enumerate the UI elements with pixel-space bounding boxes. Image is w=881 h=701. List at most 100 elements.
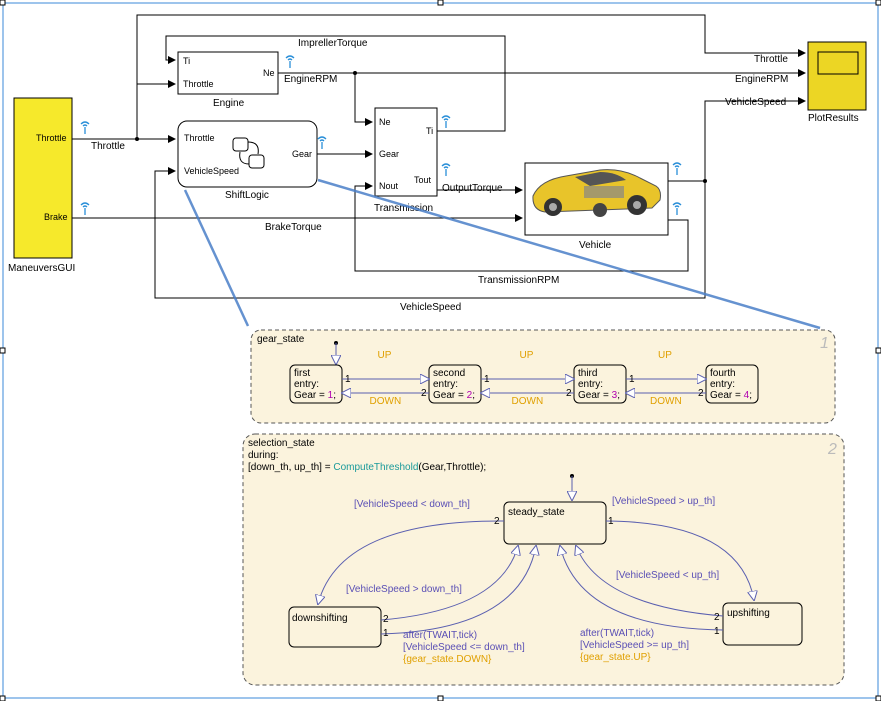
gui-port-throttle: Throttle — [36, 133, 67, 143]
logging-icon — [285, 55, 295, 68]
down-after: after(TWAIT,tick) — [403, 630, 477, 641]
transmission-block-label: Transmission — [374, 203, 433, 214]
label-vehicle-speed-right: VehicleSpeed — [725, 97, 786, 108]
label-transmission-rpm: TransmissionRPM — [478, 275, 559, 286]
downshifting-label: downshifting — [292, 613, 348, 624]
transmission-port-ti: Ti — [426, 126, 433, 136]
engine-port-ti: Ti — [183, 56, 190, 66]
gear-state-entry: entry: — [578, 379, 603, 390]
vehicle-block[interactable]: Vehicle — [524, 162, 669, 251]
gear-state-name: fourth — [710, 368, 736, 379]
label-engine-rpm: EngineRPM — [284, 74, 337, 85]
engine-block[interactable]: Ti Throttle Ne Engine — [177, 51, 279, 109]
gear-state-name: first — [294, 368, 310, 379]
shiftlogic-port-throttle: Throttle — [184, 133, 215, 143]
transmission-port-nout: Nout — [379, 181, 399, 191]
prio-up: 1 — [608, 516, 614, 527]
transmission-port-tout: Tout — [414, 175, 432, 185]
engine-port-ne: Ne — [263, 68, 275, 78]
cond-down-cancel: [VehicleSpeed > down_th] — [346, 584, 462, 595]
shiftlogic-port-gear: Gear — [292, 149, 312, 159]
up-cond: [VehicleSpeed >= up_th] — [580, 640, 689, 651]
gear-prio-2: 2 — [566, 388, 572, 399]
logging-icon — [317, 136, 327, 149]
gui-block-label: ManeuversGUI — [8, 263, 75, 274]
cond-up: [VehicleSpeed > up_th] — [612, 496, 715, 507]
gear-up-label: UP — [378, 350, 392, 361]
gear-state-entry: entry: — [710, 379, 735, 390]
up-after: after(TWAIT,tick) — [580, 628, 654, 639]
plotresults-block-label: PlotResults — [808, 113, 859, 124]
logging-icon — [80, 202, 90, 215]
gear-down-label: DOWN — [512, 396, 544, 407]
gear-prio-1: 1 — [629, 374, 635, 385]
cond-up-cancel: [VehicleSpeed < up_th] — [616, 570, 719, 581]
label-throttle-right: Throttle — [754, 54, 788, 65]
car-icon — [532, 169, 661, 217]
selection-state-title: selection_state — [248, 438, 315, 449]
prio-down-cancel: 2 — [383, 614, 389, 625]
logging-icon — [672, 162, 682, 175]
gui-port-brake: Brake — [44, 212, 68, 222]
gear-prio-2: 2 — [421, 388, 427, 399]
gear-down-label: DOWN — [370, 396, 402, 407]
vehicle-block-label: Vehicle — [579, 240, 612, 251]
gear-state-action: Gear = 2; — [433, 390, 475, 401]
gear-state-action: Gear = 1; — [294, 390, 336, 401]
upshifting-state[interactable] — [722, 602, 803, 646]
transmission-block[interactable]: Ne Gear Nout Ti Tout Transmission — [374, 107, 438, 214]
gear-up-label: UP — [658, 350, 672, 361]
gear-up-label: UP — [520, 350, 534, 361]
gear-state-entry: entry: — [294, 379, 319, 390]
cond-down: [VehicleSpeed < down_th] — [354, 499, 470, 510]
shiftlogic-port-vehiclespeed: VehicleSpeed — [184, 166, 239, 176]
down-cond: [VehicleSpeed <= down_th] — [403, 642, 525, 653]
gear-state-name: second — [433, 368, 465, 379]
engine-block-label: Engine — [213, 98, 245, 109]
gear-state-action: Gear = 3; — [578, 390, 620, 401]
engine-port-throttle: Throttle — [183, 79, 214, 89]
gear-state-entry: entry: — [433, 379, 458, 390]
label-throttle-left: Throttle — [91, 141, 125, 152]
maneuvers-gui-block[interactable]: Throttle Brake ManeuversGUI — [8, 97, 75, 274]
selection-state-during-code: [down_th, up_th] = ComputeThreshold(Gear… — [248, 462, 486, 473]
label-engine-rpm-right: EngineRPM — [735, 74, 788, 85]
callout-lines — [183, 178, 821, 330]
selection-state-superstate[interactable]: selection_state 2 during: [down_th, up_t… — [242, 433, 845, 686]
gear-state-title: gear_state — [257, 334, 305, 345]
gear-down-label: DOWN — [650, 396, 682, 407]
prio-down: 2 — [494, 516, 500, 527]
plot-results-block[interactable]: PlotResults — [807, 41, 867, 124]
gear-prio-2: 2 — [698, 388, 704, 399]
shift-logic-block[interactable]: Throttle VehicleSpeed Gear ShiftLogic — [177, 120, 318, 201]
label-brake-torque: BrakeTorque — [265, 222, 322, 233]
steady-state[interactable] — [503, 501, 607, 545]
selection-state-during: during: — [248, 450, 279, 461]
logging-icon — [441, 163, 451, 176]
stateflow-chart-icon — [232, 137, 265, 169]
shiftlogic-block-label: ShiftLogic — [225, 190, 269, 201]
label-vehicle-speed-bottom: VehicleSpeed — [400, 302, 461, 313]
label-output-torque: OutputTorque — [442, 183, 503, 194]
gear-prio-1: 1 — [484, 374, 490, 385]
downshifting-state[interactable] — [288, 606, 382, 648]
logging-icon — [80, 121, 90, 134]
logging-icon — [672, 202, 682, 215]
logging-icon — [441, 115, 451, 128]
gear-prio-1: 1 — [345, 374, 351, 385]
signal-labels: ImprellerTorque EngineRPM EngineRPM Thro… — [91, 38, 788, 313]
prio-up-commit: 1 — [714, 626, 720, 637]
up-action: {gear_state.UP} — [580, 652, 651, 663]
gear-state-number: 1 — [820, 335, 829, 352]
steady-state-label: steady_state — [508, 507, 565, 518]
selection-state-number: 2 — [827, 441, 837, 458]
down-action: {gear_state.DOWN} — [403, 654, 492, 665]
prio-up-cancel: 2 — [714, 612, 720, 623]
